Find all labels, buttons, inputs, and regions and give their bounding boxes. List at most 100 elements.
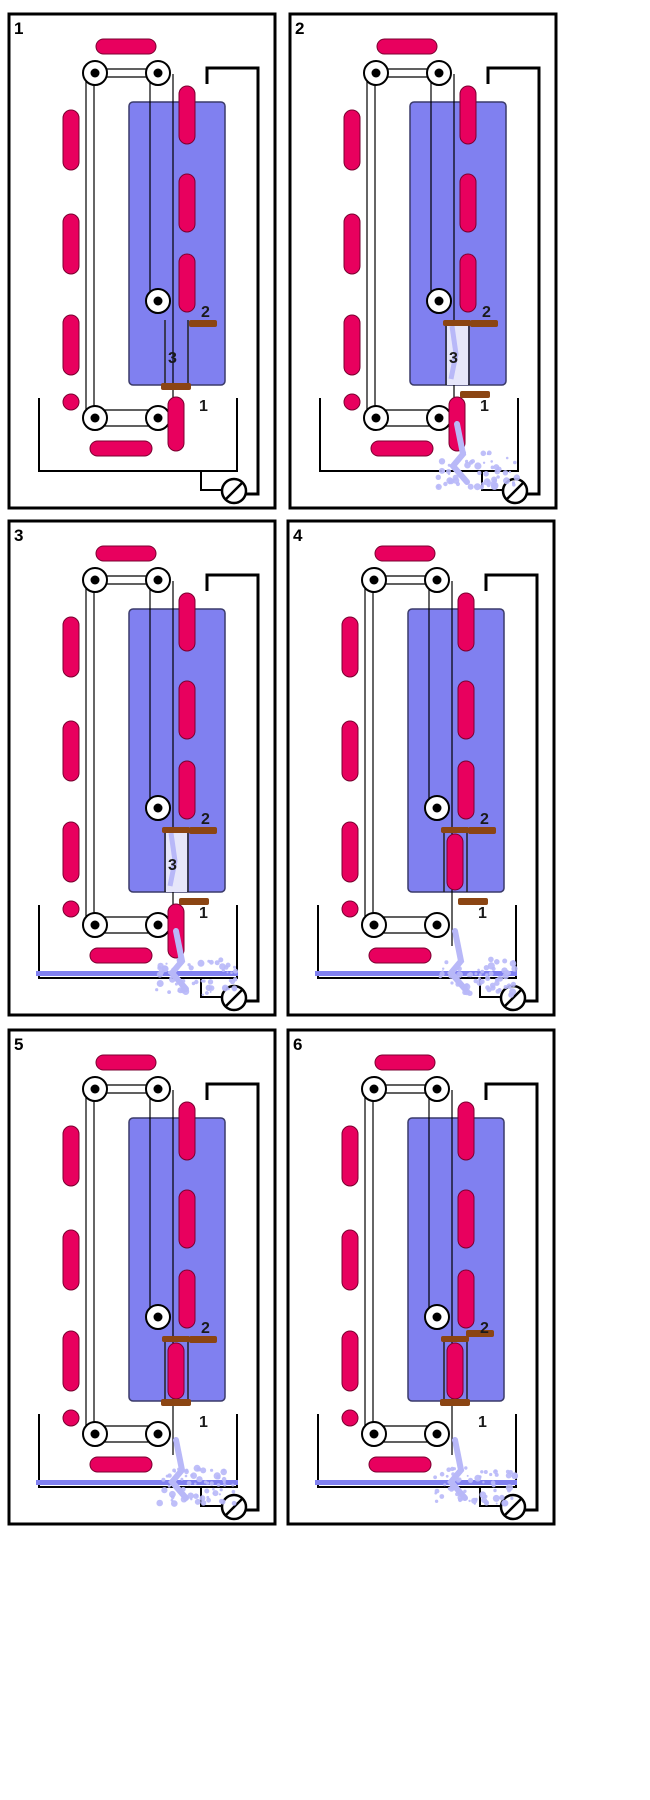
float-buoy [89,947,153,964]
pulley-axle-icon [153,1084,163,1094]
pulley-axle-icon [153,920,163,930]
float-buoy [62,1229,80,1291]
valve-1 [161,1399,191,1406]
pulley-axle-icon [153,413,163,423]
pump-inlet-pipe [200,1487,221,1507]
float-buoy [446,833,464,891]
float-buoy [62,1125,80,1187]
pulley-axle-icon [153,1429,163,1439]
basin-water [36,971,238,976]
marker-1: 1 [199,1414,208,1431]
panel-number: 4 [293,526,303,545]
lock-tube [443,827,468,892]
pulley-axle-icon [153,296,163,306]
collection-basin [319,398,519,472]
marker-3: 3 [449,350,458,367]
float-buoy [62,720,80,782]
basin-water [315,971,517,976]
basin-water [315,1480,517,1485]
pulley-axle-icon [371,413,381,423]
valve-1 [458,898,488,905]
pulley-axle-icon [90,920,100,930]
tube-spray [448,325,459,380]
float-buoy [341,1229,359,1291]
float-buoy [89,1456,153,1473]
float-buoy [95,1054,157,1071]
pump-icon-stroke [225,1498,243,1516]
pulley-axle-icon [153,575,163,585]
valve-1 [460,391,490,398]
float-buoy [370,440,434,457]
marker-2: 2 [480,1320,489,1337]
pulley-axle-icon [432,575,442,585]
tube-top-valve [443,320,471,326]
return-pipe [205,573,260,1003]
pulley-axle-icon [369,1429,379,1439]
marker-1: 1 [480,398,489,415]
float-buoy [368,947,432,964]
pump-inlet-pipe [200,471,221,491]
panel-number: 3 [14,526,23,545]
float-buoy [343,109,361,171]
float-buoy [178,680,196,740]
pulley-axle-icon [90,575,100,585]
float-buoy [62,900,80,918]
marker-1: 1 [199,905,208,922]
float-buoy [457,760,475,820]
float-buoy [368,1456,432,1473]
water-splash [438,928,518,998]
pump-icon-stroke [504,1498,522,1516]
lock-tube [443,1336,468,1401]
collection-basin [317,1414,517,1488]
float-buoy [341,616,359,678]
pulley-axle-icon [153,1312,163,1322]
float-buoy [95,545,157,562]
float-buoy [62,314,80,376]
float-buoy [178,760,196,820]
pulley-axle-icon [153,68,163,78]
pulley-axle-icon [432,1429,442,1439]
pulley-axle-icon [434,68,444,78]
float-buoy [62,1409,80,1427]
float-buoy [343,213,361,275]
pump-icon-stroke [506,482,524,500]
float-buoy [62,213,80,275]
marker-2: 2 [201,304,210,321]
marker-1: 1 [199,398,208,415]
valve-2 [470,320,498,327]
pulley-axle-icon [90,68,100,78]
return-pipe [484,1082,539,1512]
float-buoy [341,1409,359,1427]
collection-basin [38,905,238,979]
marker-2: 2 [480,811,489,828]
tube-spray [167,832,178,887]
float-buoy [343,393,361,411]
marker-3: 3 [168,857,177,874]
return-pipe [484,573,539,1003]
float-buoy [459,85,477,145]
pulley-axle-icon [90,1084,100,1094]
float-buoy [62,393,80,411]
water-tank [128,101,226,386]
water-splash [156,1437,237,1507]
pump-icon-stroke [225,482,243,500]
float-buoy [178,592,196,652]
float-buoy [178,85,196,145]
lock-tube [164,827,189,892]
water-splash [155,928,238,996]
pulley-axle-icon [90,1429,100,1439]
float-buoy [62,109,80,171]
float-buoy [167,1342,185,1400]
valve-2 [466,1330,494,1337]
tube-top-valve [441,1336,469,1342]
water-tank [407,608,505,893]
pulley-axle-icon [369,1084,379,1094]
valve-1 [440,1399,470,1406]
float-buoy [374,1054,436,1071]
panel-6: 612 [286,1028,556,1526]
valve-1 [179,898,209,905]
